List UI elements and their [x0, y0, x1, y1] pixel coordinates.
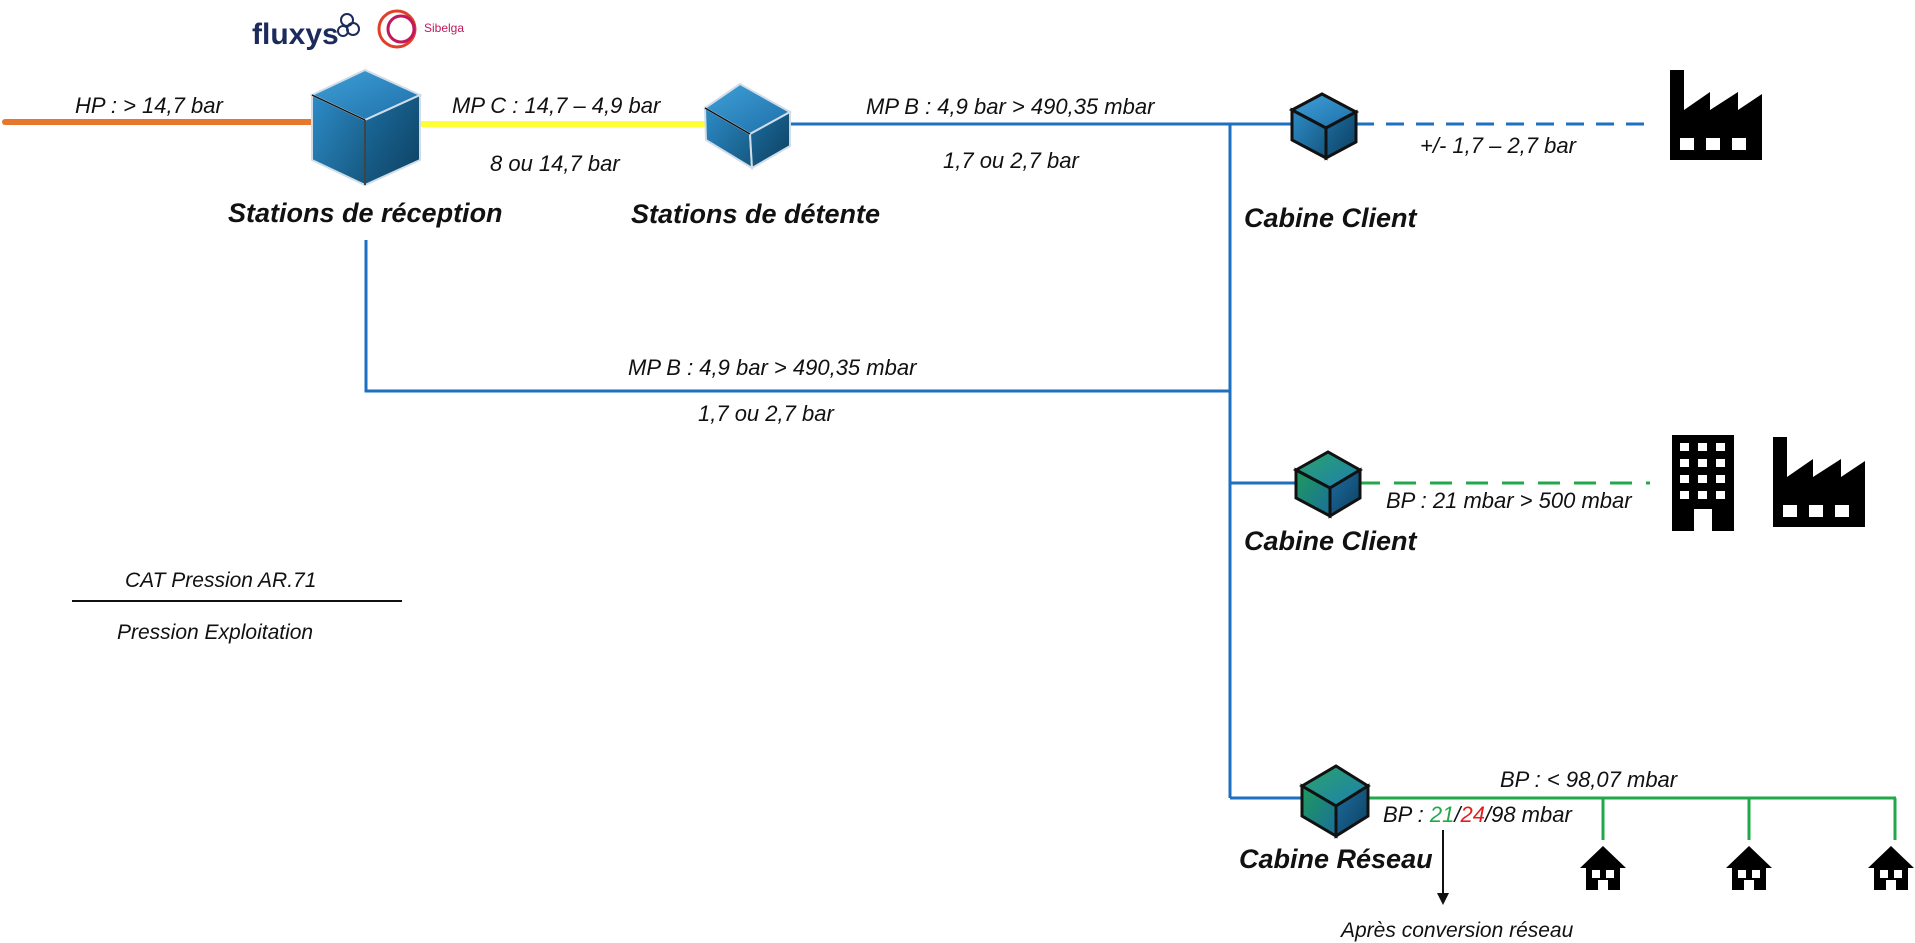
mpb-top-label: MP B : 4,9 bar > 490,35 mbar: [866, 94, 1156, 119]
hp-label: HP : > 14,7 bar: [75, 93, 224, 118]
client1-pressure-label: +/- 1,7 – 2,7 bar: [1420, 133, 1578, 158]
mpc-label: MP C : 14,7 – 4,9 bar: [452, 93, 662, 118]
cabine-reseau-title: Cabine Réseau: [1239, 844, 1433, 874]
building-icon: [1672, 435, 1734, 531]
client2-pressure-label: BP : 21 mbar > 500 mbar: [1386, 488, 1633, 513]
cabine-reseau-icon: [1299, 764, 1371, 839]
factory-icon: [1670, 70, 1762, 160]
bp-value-24: 24: [1459, 802, 1484, 827]
bp-value-21: 21: [1429, 802, 1454, 827]
mpb-top-sub-label: 1,7 ou 2,7 bar: [943, 148, 1080, 173]
detente-station-title: Stations de détente: [631, 199, 880, 229]
house-icon: [1726, 846, 1772, 890]
conversion-arrow: [1437, 830, 1449, 905]
cabine-client-2-title: Cabine Client: [1244, 526, 1418, 556]
reception-station-icon: [309, 68, 423, 187]
cabine-client-2-icon: [1292, 450, 1363, 519]
house-icon: [1868, 846, 1914, 890]
reception-station-title: Stations de réception: [228, 198, 503, 228]
mpb-bottom-pipeline: [364, 240, 1230, 393]
svg-text:fluxys: fluxys: [252, 18, 339, 51]
detente-station-icon: [703, 82, 793, 170]
svg-text:Sibelga: Sibelga: [424, 21, 464, 35]
sibelga-logo: Sibelga: [377, 9, 464, 49]
reseau-pressure-label: BP : < 98,07 mbar: [1500, 767, 1679, 792]
factory-icon: [1773, 437, 1865, 527]
mpc-sub-label: 8 ou 14,7 bar: [490, 151, 621, 176]
mpb-bottom-label: MP B : 4,9 bar > 490,35 mbar: [628, 355, 918, 380]
cabine-client-1-icon: [1288, 92, 1360, 161]
legend-bottom-text: Pression Exploitation: [117, 621, 313, 644]
mpb-bottom-sub-label: 1,7 ou 2,7 bar: [698, 401, 835, 426]
house-icon: [1580, 846, 1626, 890]
pressure-legend: CAT Pression AR.71 Pression Exploitation: [72, 569, 402, 644]
legend-top-text: CAT Pression AR.71: [125, 569, 316, 592]
reseau-bp-label: BP : 21/24/98 mbar: [1383, 802, 1573, 827]
conversion-note: Après conversion réseau: [1339, 919, 1574, 942]
cabine-client-1-title: Cabine Client: [1244, 203, 1418, 233]
fluxys-logo: fluxys: [252, 13, 360, 51]
